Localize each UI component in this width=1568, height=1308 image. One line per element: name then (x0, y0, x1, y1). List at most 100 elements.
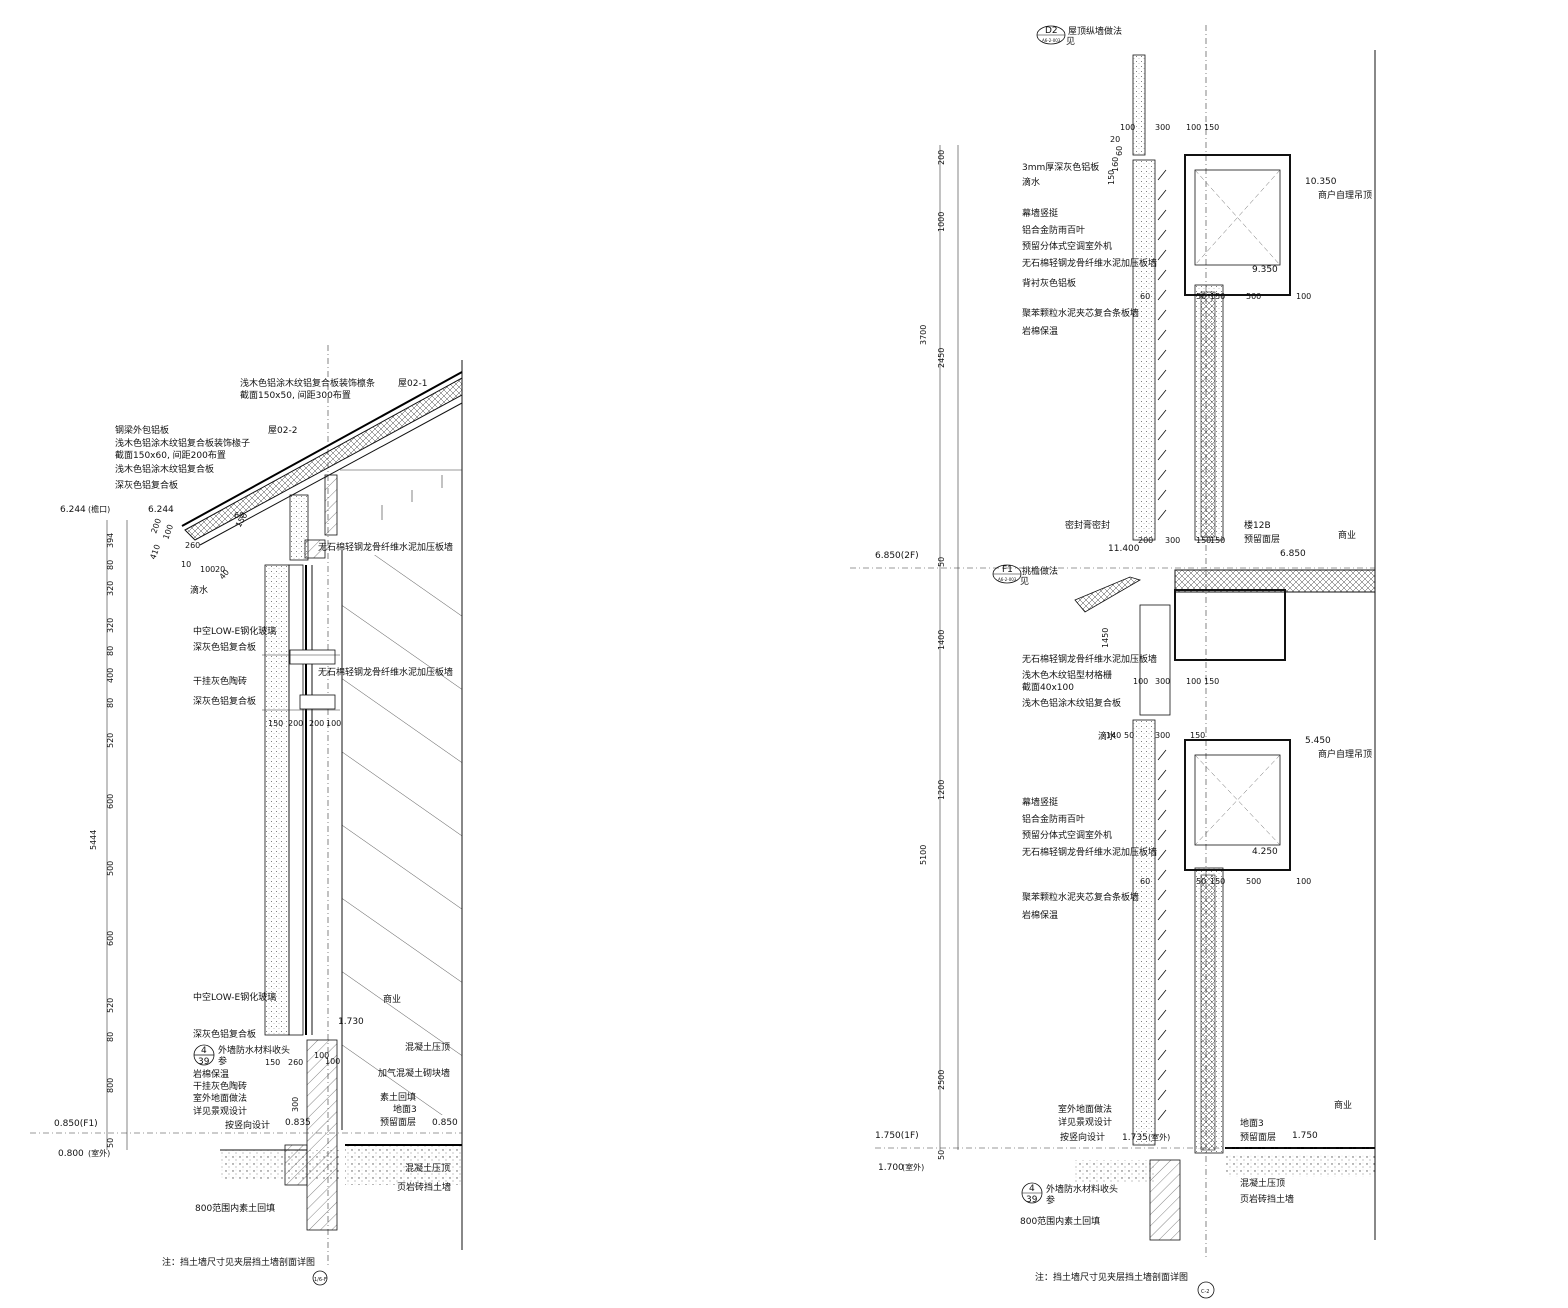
r-vdim-2: 2450 (937, 348, 946, 368)
r-udim-9: 60 (1140, 292, 1150, 301)
lvl-eave-6244: 6.244 (148, 505, 174, 515)
lbl-floor-3: 地面3 (393, 1103, 417, 1115)
vdim-14: 50 (106, 1138, 115, 1148)
left-interior-hatch (342, 555, 462, 1115)
right-text: D2 A6-2-003 屋顶纵墙做法 见 100 300 100 150 20 … (875, 25, 1372, 1299)
r-mdim-1: 300 (1165, 536, 1180, 545)
r-vdim-0: 200 (937, 150, 946, 165)
lvl-outdoor-note: (室外) (88, 1148, 110, 1158)
r-l1750-1f: 1.750(1F) (875, 1131, 919, 1141)
left-note: 注：挡土墙尺寸见夹层挡土墙剖面详图 (162, 1256, 315, 1268)
r-vertical-design: 按竖向设计 (1060, 1131, 1105, 1143)
r-udim-7: 150 (1107, 170, 1116, 185)
r-mdim-11: 140 (1106, 731, 1121, 740)
lbl-shale-brick: 页岩砖挡土墙 (397, 1181, 451, 1193)
r-l10350: 10.350 (1305, 177, 1337, 187)
lvl-top-6244: 6.244 (60, 505, 86, 515)
bdim-4: 100 (325, 1057, 340, 1066)
lbl-decor-strip: 浅木色铝涂木纹铝复合板装饰檩条 (240, 377, 375, 389)
lbl-concrete-cap: 混凝土压顶 (405, 1041, 450, 1053)
r-reserved: 预留面层 (1244, 533, 1280, 545)
r-commercial-1: 商业 (1338, 529, 1356, 541)
r-grey-alu: 3mm厚深灰色铝板 (1022, 161, 1099, 173)
r-drip: 滴水 (1022, 176, 1040, 188)
r-ceiling-1: 商户自理吊顶 (1318, 189, 1372, 201)
r-f1: F1 (1002, 565, 1013, 575)
vdim-10: 600 (106, 931, 115, 946)
r-mdim-2: 150 (1196, 536, 1211, 545)
right-floor-slab (1174, 569, 1376, 593)
r-udim-2: 100 (1186, 123, 1201, 132)
r-mdim-9: 100 (1186, 677, 1201, 686)
r-vdim-7: 50 (937, 1150, 946, 1160)
vdim-4: 80 (106, 646, 115, 656)
edim-5: 100 (200, 565, 215, 574)
r-ref-num: 4 (1029, 1184, 1035, 1194)
right-wall-lower (1132, 719, 1156, 1146)
r-shale-brick: 页岩砖挡土墙 (1240, 1193, 1294, 1205)
vdim-5: 400 (106, 668, 115, 683)
vdim-11: 520 (106, 998, 115, 1013)
lbl-reserved-layer: 预留面层 (380, 1116, 416, 1128)
lbl-backfill: 800范围内素土回填 (195, 1202, 275, 1214)
lbl-dark-grey-2: 深灰色铝复合板 (193, 695, 256, 707)
right-note: 注：挡土墙尺寸见夹层挡土墙剖面详图 (1035, 1271, 1188, 1283)
r-l6850-2f: 6.850(2F) (875, 551, 919, 561)
r-concrete-cap: 混凝土压顶 (1240, 1177, 1285, 1189)
vdim-6: 80 (106, 698, 115, 708)
lbl-wall-2: 无石棉轻钢龙骨纤维水泥加压板墙 (318, 666, 453, 678)
lbl-tile-2: 干挂灰色陶砖 (193, 1080, 247, 1092)
r-sandwich-2: 聚苯颗粒水泥夹芯复合条板墙 (1022, 891, 1139, 903)
left-axis: 1/6-F (314, 1277, 327, 1283)
r-ldim-3: 500 (1246, 877, 1261, 886)
left-text: 浅木色铝涂木纹铝复合板装饰檩条 截面150x50, 间距300布置 屋02-1 … (54, 377, 458, 1286)
lbl-dark-grey-3: 深灰色铝复合板 (193, 1028, 256, 1040)
lvl-0835: 0.835 (285, 1118, 311, 1128)
hdim-1: 200 (288, 719, 303, 728)
lbl-aerated-block: 加气混凝土砌块墙 (378, 1067, 450, 1079)
r-l1750: 1.750 (1292, 1131, 1318, 1141)
lbl-concrete-cap-2: 混凝土压顶 (405, 1162, 450, 1174)
vdim-0: 394 (106, 533, 115, 548)
hdim-3: 100 (326, 719, 341, 728)
r-udim-10: 50 (1196, 292, 1206, 301)
vdim-9: 500 (106, 861, 115, 876)
edim-2: 260 (185, 541, 200, 550)
r-mdim-14: 150 (1190, 731, 1205, 740)
lbl-vertical-design: 按竖向设计 (225, 1119, 270, 1131)
bdim-1: 260 (288, 1058, 303, 1067)
r-vdim-4: 1400 (937, 630, 946, 650)
r-ref-word: 参 (1046, 1194, 1055, 1206)
r-f1-sub: A6-2-003 (998, 577, 1017, 582)
r-udim-1: 300 (1155, 123, 1170, 132)
lbl-plain-fill: 素土回填 (380, 1091, 416, 1103)
lvl-floor-0850: 0.850 (432, 1118, 458, 1128)
r-d2: D2 (1045, 26, 1058, 36)
right-axis: C-2 (1201, 1289, 1209, 1295)
r-l5450: 5.450 (1305, 736, 1331, 746)
r-udim-13: 100 (1296, 292, 1311, 301)
edim-3: 410 (148, 543, 162, 560)
r-udim-0: 100 (1120, 123, 1135, 132)
r-wall-board: 无石棉轻钢龙骨纤维水泥加压板墙 (1022, 257, 1157, 269)
left-ground (30, 1132, 462, 1185)
lbl-commercial: 商业 (383, 993, 401, 1005)
r-waterproof: 外墙防水材料收头 (1046, 1183, 1118, 1195)
lbl-wood-panel: 浅木色铝涂木纹铝复合板 (115, 463, 214, 475)
r-rock-wool-2: 岩棉保温 (1022, 909, 1058, 921)
lbl-waterproof: 外墙防水材料收头 (218, 1044, 290, 1056)
r-udim-5: 60 (1115, 146, 1124, 156)
r-ldim-0: 60 (1140, 877, 1150, 886)
lbl-rafter: 浅木色铝涂木纹铝复合板装饰椽子 (115, 437, 250, 449)
vdim-12: 80 (106, 1032, 115, 1042)
edim-6: 20 (215, 565, 225, 574)
r-total-1: 5100 (919, 845, 928, 865)
vdim-7: 520 (106, 733, 115, 748)
r-wall-board-3: 无石棉轻钢龙骨纤维水泥加压板墙 (1022, 846, 1157, 858)
r-commercial-2: 商业 (1334, 1099, 1352, 1111)
r-l9350: 9.350 (1252, 265, 1278, 275)
lbl-landscape: 详见景观设计 (193, 1105, 247, 1117)
r-outdoor-floor: 室外地面做法 (1058, 1103, 1112, 1115)
edim-8: 60 (234, 511, 244, 520)
